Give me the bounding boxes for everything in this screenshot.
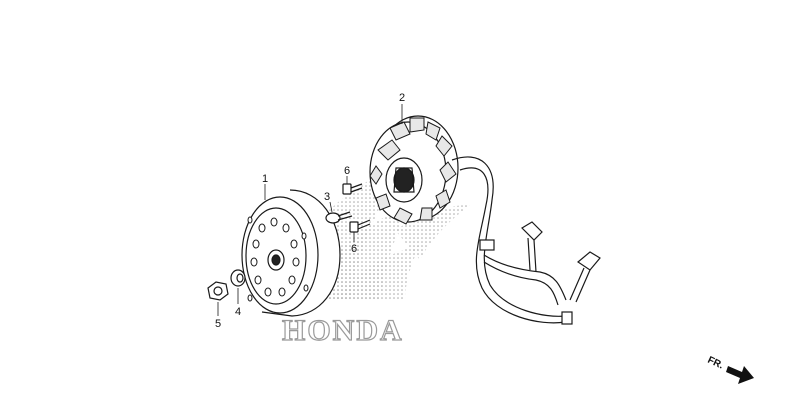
leader-lines (217, 104, 403, 316)
washer (325, 211, 353, 224)
callout-2: 2 (399, 92, 405, 104)
callout-3: 3 (324, 191, 330, 203)
nut (207, 281, 229, 301)
honda-watermark-text: HONDA (282, 314, 404, 347)
flywheel (241, 189, 341, 317)
callout-6-upper: 6 (344, 165, 350, 177)
callout-1: 1 (262, 173, 268, 185)
front-direction-indicator: FR. (706, 355, 754, 384)
stator-wiring-harness (451, 156, 601, 325)
callout-5: 5 (215, 318, 221, 330)
bolt-lower (349, 219, 371, 233)
callout-6-lower: 6 (351, 243, 357, 255)
stator (369, 115, 459, 225)
direction-label: FR. (706, 355, 725, 372)
callout-4: 4 (235, 306, 241, 318)
washer-ring (230, 269, 246, 287)
direction-arrow-icon (726, 366, 754, 384)
